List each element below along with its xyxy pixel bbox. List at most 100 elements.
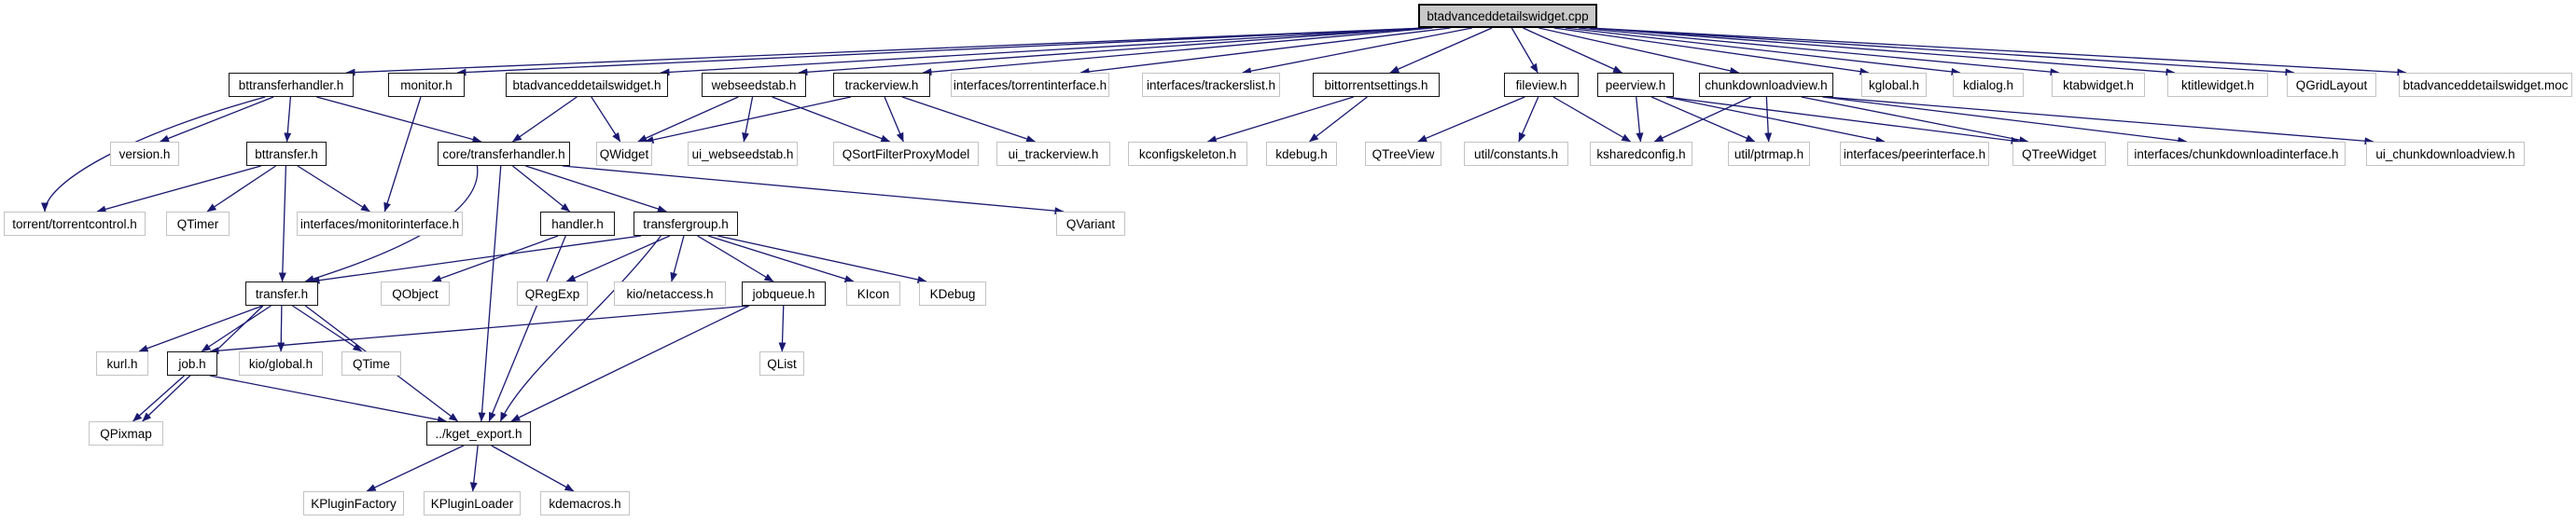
node-tv[interactable]: trackerview.h xyxy=(833,73,930,97)
node-kdlg: kdialog.h xyxy=(1953,73,2024,97)
edge-cpp-fv xyxy=(1511,27,1539,74)
node-kgl: kglobal.h xyxy=(1861,73,1927,97)
node-iti: interfaces/torrentinterface.h xyxy=(951,73,1109,97)
node-ucon: util/constants.h xyxy=(1464,142,1568,166)
node-kdm: kdemacros.h xyxy=(540,491,630,515)
edge-jq-qlist xyxy=(778,305,787,352)
node-qsfpm: QSortFilterProxyModel xyxy=(833,142,979,166)
node-qpix: QPixmap xyxy=(89,421,163,446)
edge-fv-qtv xyxy=(1417,96,1525,143)
edge-cpp-ktw xyxy=(1589,27,2176,76)
edge-cpp-qgl xyxy=(1589,27,2295,76)
node-jq[interactable]: jobqueue.h xyxy=(742,282,826,306)
edge-tr-qtime xyxy=(292,305,363,352)
edge-jq-kexp xyxy=(510,305,750,422)
node-ktab: ktabwidget.h xyxy=(2052,73,2145,97)
node-pv[interactable]: peerview.h xyxy=(1597,73,1674,97)
node-bth[interactable]: bttransferhandler.h xyxy=(229,73,354,97)
edge-cpp-ktab xyxy=(1578,27,2060,76)
node-qtv: QTreeView xyxy=(1365,142,1441,166)
edge-btt-qtimer xyxy=(206,165,276,213)
edge-tg-kexp xyxy=(499,235,661,422)
node-qtimer: QTimer xyxy=(166,212,230,236)
node-itl: interfaces/trackerslist.h xyxy=(1142,73,1280,97)
edge-bth-btt xyxy=(284,96,292,143)
node-bts[interactable]: bittorrentsettings.h xyxy=(1313,73,1440,97)
edge-cpp-kdlg xyxy=(1565,27,1961,76)
edge-wst-qw xyxy=(637,96,739,143)
node-moc: btadvanceddetailswidget.moc xyxy=(2399,73,2572,97)
node-kdebug: KDebug xyxy=(919,282,986,306)
node-wst[interactable]: webseedstab.h xyxy=(702,73,806,97)
edge-bth-cth xyxy=(316,96,482,144)
edge-cdv-qtw xyxy=(1801,96,2029,144)
node-cth[interactable]: core/transferhandler.h xyxy=(438,142,570,166)
node-job[interactable]: job.h xyxy=(167,351,217,376)
edge-cth-hand xyxy=(512,165,571,213)
node-uws: ui_webseedstab.h xyxy=(688,142,798,166)
edge-tg-kdebug xyxy=(717,235,927,283)
edge-tr-kurl xyxy=(138,305,263,352)
edge-fv-kshc xyxy=(1553,96,1632,143)
node-qgl: QGridLayout xyxy=(2287,73,2376,97)
edge-jq-job xyxy=(209,305,750,355)
edge-pv-ipi xyxy=(1665,96,1886,144)
edge-badw-cth xyxy=(511,96,578,143)
node-cdv[interactable]: chunkdownloadview.h xyxy=(1699,73,1833,97)
edge-tv-utv xyxy=(901,96,1037,143)
edge-tv-qw xyxy=(644,96,852,144)
node-tg[interactable]: transfergroup.h xyxy=(634,212,738,236)
edge-cth-tr xyxy=(304,165,479,282)
node-mon[interactable]: monitor.h xyxy=(388,73,465,97)
node-kpf: KPluginFactory xyxy=(303,491,404,515)
edge-job-kexp xyxy=(209,375,447,424)
node-ver: version.h xyxy=(110,142,179,166)
node-imi: interfaces/monitorinterface.h xyxy=(297,212,463,236)
edge-cpp-bth xyxy=(345,27,1427,76)
node-ucdv: ui_chunkdownloadview.h xyxy=(2366,142,2525,166)
edge-cth-qvar xyxy=(562,165,1065,215)
edge-bts-kdbg xyxy=(1309,96,1368,143)
edge-bth-ttc xyxy=(41,96,266,213)
edge-cpp-cdv xyxy=(1539,27,1740,75)
edge-kexp-kpl xyxy=(469,445,479,492)
edge-tg-qre xyxy=(565,235,671,282)
node-kurl: kurl.h xyxy=(96,351,148,376)
node-qtw: QTreeWidget xyxy=(2012,142,2106,166)
node-hand[interactable]: handler.h xyxy=(540,212,615,236)
node-kpl: KPluginLoader xyxy=(424,491,521,515)
edge-hand-qobj xyxy=(431,235,559,282)
edge-kexp-kpf xyxy=(366,445,465,492)
edge-tg-jq xyxy=(697,235,774,282)
edge-tg-knet xyxy=(670,235,685,282)
edge-cpp-bts xyxy=(1389,27,1493,74)
edge-btt-ttc xyxy=(96,165,261,213)
edge-cpp-kgl xyxy=(1553,27,1870,76)
edge-mon-imi xyxy=(383,96,422,213)
edge-cpp-wst xyxy=(798,27,1427,76)
node-qvar: QVariant xyxy=(1056,212,1125,236)
node-ipi: interfaces/peerinterface.h xyxy=(1840,142,1989,166)
node-ktw: ktitlewidget.h xyxy=(2167,73,2268,97)
node-tr[interactable]: transfer.h xyxy=(245,282,318,306)
node-kcs: kconfigskeleton.h xyxy=(1128,142,1247,166)
node-btt[interactable]: bttransfer.h xyxy=(246,142,327,166)
edge-cdv-ucdv xyxy=(1825,96,2374,145)
node-uptr: util/ptrmap.h xyxy=(1728,142,1810,166)
node-qlist: QList xyxy=(759,351,804,376)
edge-badw-qw xyxy=(591,96,621,143)
node-kexp[interactable]: ../kget_export.h xyxy=(426,421,531,446)
node-kicon: KIcon xyxy=(846,282,900,306)
node-badw[interactable]: btadvanceddetailswidget.h xyxy=(506,73,668,97)
edge-tg-tr xyxy=(310,235,642,284)
node-kdbg: kdebug.h xyxy=(1266,142,1337,166)
node-fv[interactable]: fileview.h xyxy=(1504,73,1579,97)
edge-pv-kshc xyxy=(1636,96,1644,143)
edge-hand-kexp xyxy=(488,235,566,422)
edge-tr-kiog xyxy=(277,305,285,352)
edge-cdv-icdi xyxy=(1822,96,2188,144)
node-cpp: btadvanceddetailswidget.cpp xyxy=(1418,4,1597,28)
edge-job-qpix xyxy=(132,375,185,422)
edge-pv-qtw xyxy=(1665,96,2021,144)
edge-bts-kcs xyxy=(1206,96,1354,144)
